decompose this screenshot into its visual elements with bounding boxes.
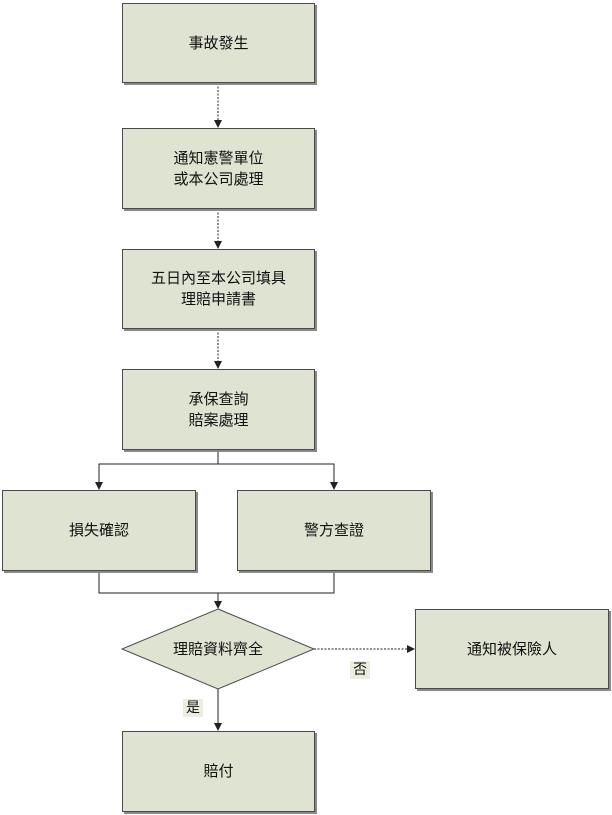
node-apply: 五日內至本公司填具 理賠申請書 (122, 249, 315, 329)
node-inquiry-line2: 賠案處理 (188, 410, 249, 429)
node-apply-line2: 理賠申請書 (180, 290, 256, 308)
node-loss-confirm-label: 損失確認 (68, 521, 129, 539)
connector-inquiry-split (95, 450, 219, 490)
branch-label-no: 否 (350, 661, 370, 679)
node-loss-confirm: 損失確認 (2, 490, 196, 571)
node-notify-police-line2: 或本公司處理 (173, 169, 264, 188)
node-inquiry: 承保查詢 賠案處理 (122, 369, 315, 450)
node-apply-line1: 五日內至本公司填具 (150, 269, 286, 287)
node-notify-insured: 通知被保險人 (415, 609, 609, 689)
node-accident: 事故發生 (122, 3, 315, 83)
node-notify-police-line1: 通知憲警單位 (173, 148, 264, 167)
node-police-verify: 警方查證 (237, 490, 431, 571)
node-inquiry-line1: 承保查詢 (188, 389, 249, 408)
node-police-verify-label: 警方查證 (303, 521, 364, 539)
decision-label: 理賠資料齊全 (172, 640, 263, 658)
node-accident-label: 事故發生 (188, 33, 249, 52)
node-payout: 賠付 (122, 731, 315, 812)
connector-merge (98, 571, 335, 594)
node-payout-label: 賠付 (203, 762, 234, 780)
branch-label-yes: 是 (183, 699, 203, 717)
node-notify-insured-label: 通知被保險人 (466, 639, 557, 658)
connector-inquiry-split-right (218, 463, 338, 490)
node-notify-police: 通知憲警單位 或本公司處理 (122, 128, 315, 209)
